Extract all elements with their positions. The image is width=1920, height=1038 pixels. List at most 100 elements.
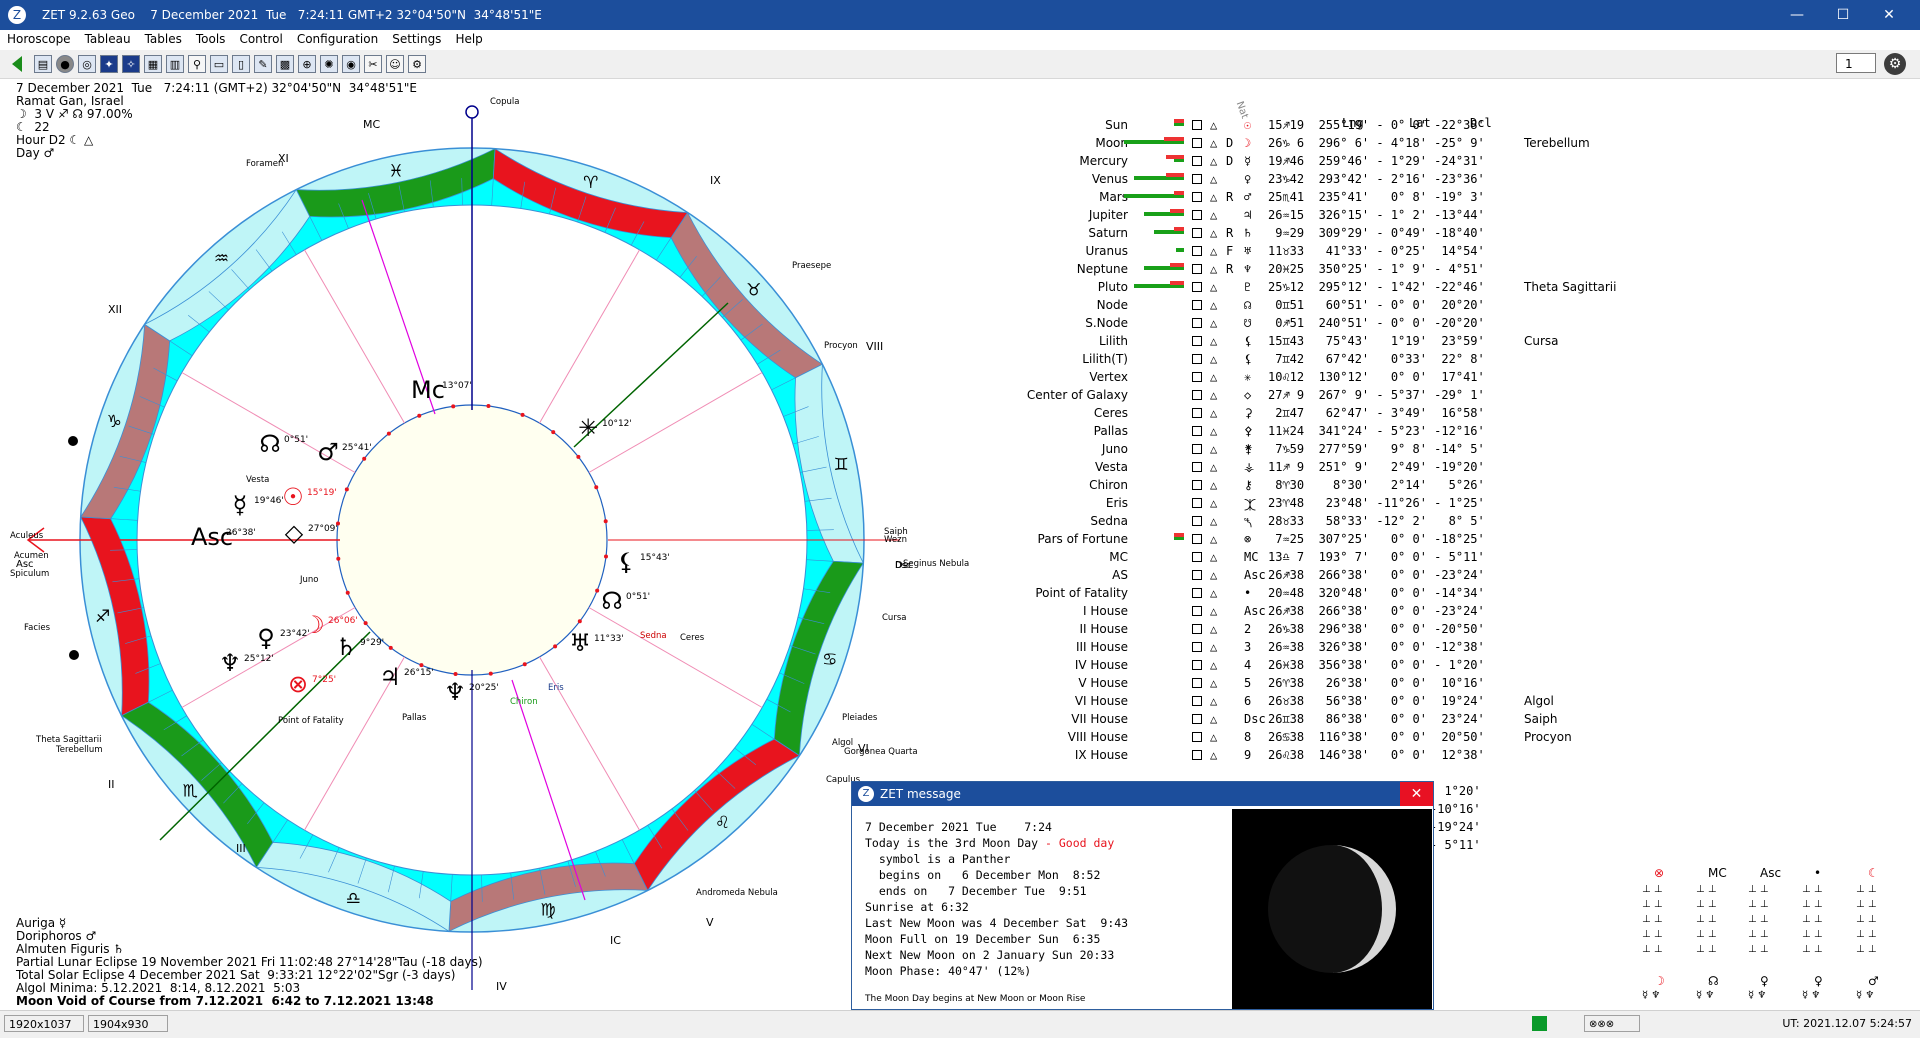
palette-icon[interactable]: ✎ [254, 55, 272, 73]
filter-icon[interactable]: ⚲ [188, 55, 206, 73]
degree-ticks [110, 178, 834, 902]
row-name: II House [1079, 622, 1129, 636]
menu-tables[interactable]: Tables [144, 32, 182, 46]
calendar-icon[interactable]: ▩ [276, 55, 294, 73]
stars-icon[interactable]: ✧ [122, 55, 140, 73]
status-aspect-icons[interactable]: ⊗⊗⊗ [1584, 1015, 1640, 1032]
mini-grid-cell: ⊥ ⊥ [1696, 914, 1717, 925]
mini-grid-bottom-icon: ☽ [1654, 974, 1665, 988]
planet-degree-label: 27°09' [308, 524, 338, 534]
planet-glyphs: ☊0°51'♂25°41'☿19°46'☉15°19'☽26°06'♀23°42… [191, 376, 670, 706]
mini-grid-cell: ☿ ♆ [1748, 990, 1767, 1001]
degree-tick [481, 874, 483, 902]
aspect-dot [595, 588, 600, 593]
row-star-note: Terebellum [1524, 136, 1590, 150]
row-star-note: Saiph [1524, 712, 1558, 726]
aspect-dot [486, 404, 491, 409]
weakness-bar [1164, 137, 1184, 141]
table-icon[interactable]: ▥ [166, 55, 184, 73]
triangle-icon: △ [1210, 676, 1218, 690]
row-box-icon [1192, 480, 1202, 490]
degree-tick [679, 255, 697, 278]
asc-arrow-icon [26, 527, 45, 553]
app-icon[interactable]: Z [8, 6, 26, 24]
house-label: II [108, 778, 115, 791]
globe-icon[interactable]: ● [56, 55, 74, 73]
triangle-icon: △ [1210, 478, 1218, 492]
grid-icon[interactable]: ▦ [144, 55, 162, 73]
degree-tick [148, 689, 173, 703]
row-values: 26♒15 326°15' - 1° 2' -13°44' [1268, 208, 1485, 222]
msg-line-last-new-moon: Last New Moon was 4 December Sat 9:43 [865, 916, 1129, 930]
row-box-icon [1192, 588, 1202, 598]
sign-glyph: ♉ [746, 281, 761, 301]
triangle-icon: △ [1210, 658, 1218, 672]
row-box-icon [1192, 570, 1202, 580]
tools-icon[interactable]: ✂ [364, 55, 382, 73]
compass-icon[interactable]: ⊕ [298, 55, 316, 73]
row-name: VI House [1074, 694, 1128, 708]
dialog-title-bar: Z ZET message ✕ [852, 782, 1433, 806]
planet-glyph-icon: ♄ [1244, 226, 1252, 240]
mini-grid-cell: ⊥ ⊥ [1696, 929, 1717, 940]
menu-control[interactable]: Control [239, 32, 283, 46]
fixed-star-label: Eris [548, 683, 564, 693]
row-name: Eris [1105, 496, 1128, 510]
save-icon[interactable]: ▤ [34, 55, 52, 73]
zodiac-icon[interactable]: ◉ [342, 55, 360, 73]
degree-tick [671, 808, 689, 831]
fixed-star-label: Foramen [246, 159, 283, 169]
strength-bar [1124, 194, 1184, 198]
dialog-title: ZET message [880, 787, 961, 801]
planet-glyph: ☊ [259, 430, 280, 458]
fixed-star-label: Andromeda Nebula [696, 888, 778, 898]
planet-glyph-icon: ⯰ [1244, 498, 1257, 512]
degree-tick [187, 315, 210, 333]
row-values: 26♓38 356°38' 0° 0' - 1°20' [1268, 658, 1485, 672]
back-arrow-icon[interactable] [12, 56, 22, 72]
mc-label: MC [363, 118, 380, 131]
sign-glyph: ♌ [715, 813, 730, 833]
zet-message-dialog: Z ZET message ✕ 7 December 2021 Tue 7:24… [851, 781, 1434, 1010]
weakness-bar [1170, 281, 1184, 285]
chart-dark-icon[interactable]: ✦ [100, 55, 118, 73]
dialog-footer-note: The Moon Day begins at New Moon or Moon … [865, 994, 1086, 1004]
menu-configuration[interactable]: Configuration [296, 32, 379, 46]
house-label: V [706, 916, 714, 929]
row-values: 26♐38 266°38' 0° 0' -23°24' [1268, 604, 1485, 618]
row-box-icon [1192, 336, 1202, 346]
maximize-button[interactable]: ☐ [1836, 7, 1850, 23]
minimize-button[interactable]: — [1790, 7, 1804, 23]
gear-icon[interactable]: ⚙ [1884, 53, 1906, 75]
menu-tableau[interactable]: Tableau [84, 32, 131, 46]
moon-outer-marker [69, 650, 79, 660]
close-button[interactable]: ✕ [1883, 7, 1895, 23]
tail-value: -19°24' [1430, 820, 1481, 834]
degree-tick [110, 549, 138, 551]
planet-glyph-icon: 6 [1244, 694, 1252, 708]
page-number-input[interactable]: 1 [1836, 53, 1876, 73]
settings-tool-icon[interactable]: ⚙ [408, 55, 426, 73]
menu-horoscope[interactable]: Horoscope [7, 32, 71, 46]
menu-settings[interactable]: Settings [392, 32, 442, 46]
menu-help[interactable]: Help [455, 32, 483, 46]
degree-tick [779, 672, 805, 684]
dialog-close-button[interactable]: ✕ [1400, 782, 1433, 806]
windows-icon[interactable]: ▭ [210, 55, 228, 73]
degree-tick [797, 617, 825, 625]
book-icon[interactable]: ▯ [232, 55, 250, 73]
aspect-dot [417, 413, 422, 418]
person-icon[interactable]: ☺ [386, 55, 404, 73]
degree-tick [806, 529, 834, 531]
status-resolution: 1920x1037 [4, 1015, 84, 1032]
wheel-icon[interactable]: ◎ [78, 55, 96, 73]
degree-tick [539, 868, 546, 895]
menu-tools[interactable]: Tools [195, 32, 226, 46]
moon-phase-image [1232, 809, 1432, 1009]
sign-segment [120, 701, 274, 869]
row-name: Saturn [1088, 226, 1128, 240]
row-name: Point of Fatality [1035, 586, 1128, 600]
aspect-icon[interactable]: ✺ [320, 55, 338, 73]
msg-line-full-moon: Moon Full on 19 December Sun 6:35 [865, 932, 1101, 946]
